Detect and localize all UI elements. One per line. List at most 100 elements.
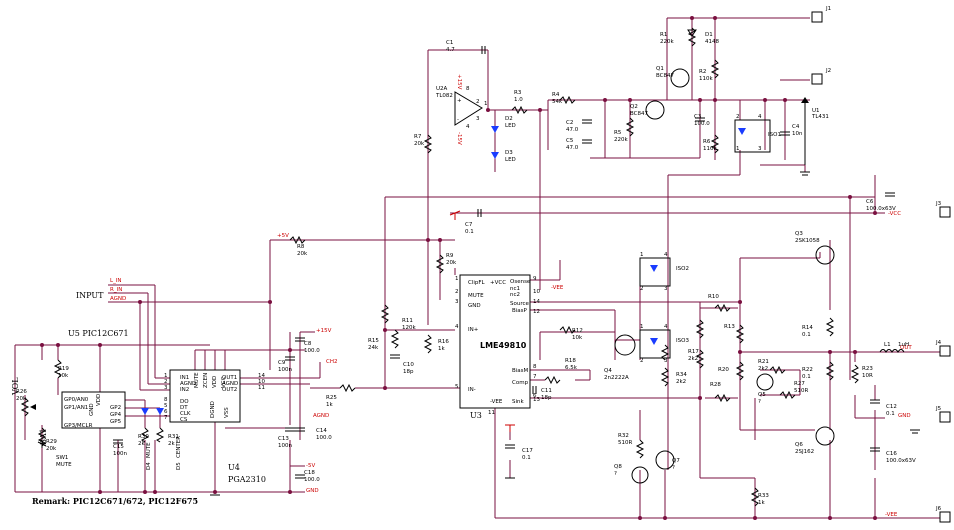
iso-pin-number: 4 [758,114,762,120]
resistor-r30-ref: R30 [138,434,149,440]
u4-pin-label: IN2 [180,387,189,393]
transistor-q4-value: 2n2222A [604,375,629,381]
inductor-value: 1uH [898,342,909,348]
transistor-q6-ref: Q6 [795,442,803,448]
input-l-in: L_IN [110,278,122,284]
u4-pin-label: CS [180,417,188,423]
input-label: INPUT [76,291,104,300]
u4-pin-label: IN1 [180,375,189,381]
u4-part: PGA2310 [228,475,266,484]
resistor-r28-ref: R28 [710,382,721,388]
resistor-r12-value: 10k [572,335,583,341]
resistor-r15-ref: R15 [368,338,379,344]
resistor-r16-ref: R16 [438,339,449,345]
u3-pin-label: Sink [512,399,525,405]
resistor-r23-value: 10R [862,373,873,379]
u4-pin-label: ZCEN [203,373,209,388]
transistor-q6-value: 2SJ162 [795,449,814,455]
resistor-r23-ref: R23 [862,366,873,372]
u4-pin-label: AGND [180,381,196,387]
switch-ref: SW1 [56,455,68,461]
resistor-r29-value: 20k [46,446,57,452]
resistor-symbols [37,27,860,507]
u5-pin-label: GP0/AN0 [64,397,89,403]
capacitor-c14-value: 100.0 [316,435,332,441]
resistor-r14-value: 0.1 [802,332,811,338]
capacitor-c1-ref: C1 [446,40,453,46]
capacitor-symbols [113,46,895,479]
iso-pin-number: 1 [640,324,644,330]
capacitor-c7-ref: C7 [465,222,473,228]
ground-symbols [210,171,920,496]
pin-number: 14 [258,373,265,379]
u3-pin-label: -VEE [490,399,503,405]
transistor-q5-ref: Q5 [758,392,766,398]
transistor-q7-ref: Q7 [672,458,680,464]
net-label: AGND [313,413,329,419]
diode-d5-ref: D5 [176,462,182,470]
inductor-ref: L1 [884,342,891,348]
u4-pin-label: MUTE [194,372,200,388]
encoder-label: BA1 [39,428,48,445]
u5-pin-label: GP4 [110,412,122,418]
u3-pin-label: +VCC [490,280,506,286]
d3-led-icon [491,152,499,159]
iso2-label: ISO2 [676,266,689,272]
capacitor-c4-ref: C4 [792,124,800,130]
u4-pin-label: OUT1 [222,375,237,381]
net-label: CH2 [326,359,337,365]
transistor-q2-value: BC847 [630,111,649,117]
u3-pin-number: 11 [488,410,495,416]
labels: U5 PIC12C671GP0/AN0GP1/AN1GP3/MCLRGP2GP4… [11,6,942,518]
capacitor-c15-value: 100n [113,451,127,457]
iso1-label: ISO1 [768,132,781,138]
u5-vdd-label: VDD [96,394,102,406]
resistor-r29-ref: R29 [46,439,57,445]
resistor-r19-value: 10k [58,373,69,379]
inductor-l1 [879,349,905,353]
volume-label: VOL [11,377,20,396]
resistor-r3-ref: R3 [514,90,522,96]
capacitor-c12-ref: C12 [886,404,897,410]
u4-pin-label: DGND [210,401,216,418]
input-agnd: AGND [110,296,126,302]
diode-d3-value: LED [505,157,516,163]
net-label: OUT [900,345,912,351]
u3-pin-number: 9 [533,276,537,282]
u3-pin-label: nc2 [510,292,520,298]
u3-pin-label: Comp [512,380,529,386]
diode-d4-ref: D4 [146,462,152,470]
resistor-r30-value: 2k [138,441,145,447]
resistor-r13-ref: R13 [724,324,735,330]
u4-pin-label: AGND [222,381,238,387]
resistor-r2-value: 110k [699,76,713,82]
u3-pin-label: ClipFL [468,280,486,286]
u4-pin-label: DT [180,405,188,411]
resistor-r34-value: 2k2 [676,379,686,385]
u1-title: U1 [812,108,820,114]
resistor-r22-value: 0.1 [802,374,811,380]
resistor-r32-ref: R32 [618,433,629,439]
resistor-r21-ref: R21 [758,359,769,365]
net-label: -VCC [888,211,901,217]
resistor-r27-ref: R27 [794,381,805,387]
diode-d3-ref: D3 [505,150,513,156]
capacitor-c14-ref: C14 [316,428,327,434]
connector-j4: J4 [935,340,942,346]
net-label: -15V [456,132,462,145]
transistor-q4-ref: Q4 [604,368,612,374]
u4-body [169,369,241,423]
resistor-r27-value: 510R [794,388,808,394]
pin-number: 11 [258,385,265,391]
resistor-r4-value: 54k [552,99,563,105]
capacitor-c3-ref: C3 [694,114,702,120]
connector-j1: J1 [825,6,831,12]
net-label: -5V [306,463,315,469]
capacitor-c8-value: 100.0 [304,348,320,354]
capacitor-c6-ref: C6 [866,199,874,205]
resistor-r10-ref: R10 [708,294,719,300]
transistor-q2-ref: Q2 [630,104,638,110]
resistor-r21-value: 2k2 [758,366,768,372]
u3-pin-number: 5 [455,384,459,390]
u3-pin-number: 1 [455,276,459,282]
